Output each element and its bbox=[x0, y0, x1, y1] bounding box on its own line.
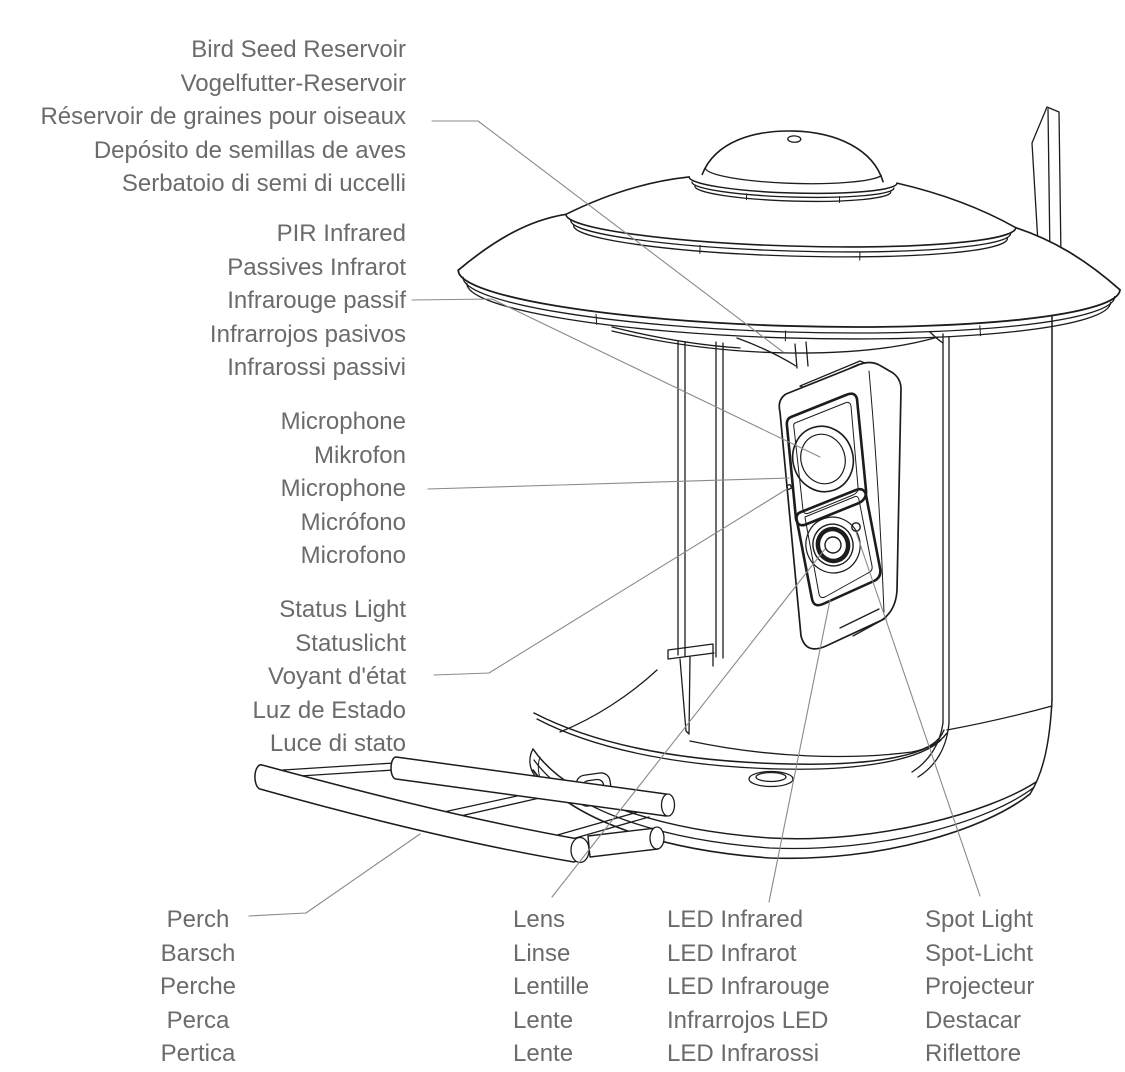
label-line: Infrarossi passivi bbox=[227, 354, 406, 381]
label-line: Spot Light bbox=[925, 906, 1034, 933]
label-line: Microphone bbox=[280, 475, 406, 502]
label-line: Projecteur bbox=[925, 973, 1035, 1000]
label-line: Serbatoio di semi di uccelli bbox=[121, 170, 406, 197]
label-line: Depósito de semillas de aves bbox=[93, 136, 406, 164]
leader-led-infrared bbox=[768, 599, 831, 903]
roof-top-hole bbox=[787, 135, 802, 143]
label-line: Pertica bbox=[160, 1040, 236, 1067]
label-led-infrared: LED Infrared LED Infrarot LED Infrarouge… bbox=[667, 903, 830, 1071]
leader-perch bbox=[248, 833, 421, 917]
label-line: Vogelfutter-Reservoir bbox=[180, 69, 406, 97]
label-line: Microphone bbox=[280, 408, 406, 435]
label-line: Status Light bbox=[279, 596, 406, 623]
interior-frame bbox=[667, 337, 809, 735]
label-line: Voyant d'état bbox=[267, 663, 406, 690]
pir-sensor-dome bbox=[791, 425, 855, 493]
seed-tray bbox=[529, 669, 1037, 860]
roof bbox=[457, 130, 1121, 342]
camera-module bbox=[778, 360, 902, 650]
perch bbox=[254, 756, 676, 864]
label-pir-infrared: PIR Infrared Passives Infrarot Infraroug… bbox=[0, 217, 406, 385]
microphone-hole bbox=[786, 484, 792, 490]
leader-microphone bbox=[427, 477, 790, 490]
label-line: Lente bbox=[513, 1006, 574, 1034]
label-lens: Lens Linse Lentille Lente Lente bbox=[513, 903, 589, 1071]
label-line: Barsch bbox=[160, 939, 236, 967]
label-line: LED Infrarot bbox=[667, 939, 797, 967]
label-line: Luce di stato bbox=[269, 730, 406, 757]
label-line: Luz de Estado bbox=[252, 696, 406, 724]
label-line: Perche bbox=[159, 973, 237, 1000]
label-line: Infrarrojos pasivos bbox=[209, 320, 406, 348]
label-line: Lens bbox=[513, 906, 566, 933]
label-bird-seed-reservoir: Bird Seed Reservoir Vogelfutter-Reservoi… bbox=[0, 33, 406, 201]
label-line: LED Infrared bbox=[667, 906, 804, 933]
leader-spot-light bbox=[855, 531, 981, 897]
label-status-light: Status Light Statuslicht Voyant d'état L… bbox=[0, 593, 406, 761]
label-line: Bird Seed Reservoir bbox=[191, 36, 406, 63]
tray-hole bbox=[748, 770, 794, 788]
label-line: Spot-Licht bbox=[925, 939, 1034, 967]
label-line: Mikrofon bbox=[313, 441, 406, 469]
label-line: LED Infrarouge bbox=[667, 973, 830, 1000]
label-line: Lentille bbox=[513, 973, 590, 1000]
label-line: Microfono bbox=[300, 542, 406, 569]
label-line: Destacar bbox=[925, 1006, 1022, 1034]
label-line: Infrarouge passif bbox=[227, 287, 406, 314]
camera-lens bbox=[805, 516, 861, 574]
label-line: Perca bbox=[166, 1006, 230, 1034]
label-microphone: Microphone Mikrofon Microphone Micrófono… bbox=[0, 405, 406, 573]
label-line: Réservoir de graines pour oiseaux bbox=[40, 103, 406, 130]
pir-sensor-panel bbox=[785, 392, 868, 527]
label-line: LED Infrarossi bbox=[667, 1040, 820, 1067]
leader-status-light bbox=[433, 488, 788, 676]
label-line: Linse bbox=[513, 939, 571, 967]
label-perch: Perch Barsch Perche Perca Pertica bbox=[98, 903, 298, 1071]
label-line: Statuslicht bbox=[295, 629, 406, 657]
label-line: Passives Infrarot bbox=[227, 253, 406, 281]
label-line: PIR Infrared bbox=[276, 220, 406, 247]
leader-bird-seed-reservoir bbox=[431, 120, 784, 353]
label-line: Micrófono bbox=[300, 508, 406, 536]
label-spot-light: Spot Light Spot-Licht Projecteur Destaca… bbox=[925, 903, 1034, 1071]
leader-lens bbox=[551, 548, 826, 898]
label-line: Riflettore bbox=[925, 1040, 1022, 1067]
label-line: Infrarrojos LED bbox=[667, 1006, 829, 1034]
lens-panel bbox=[795, 487, 882, 607]
leader-lines bbox=[248, 120, 981, 917]
label-line: Perch bbox=[166, 906, 230, 933]
spot-light-dot bbox=[851, 522, 861, 532]
label-line: Lente bbox=[513, 1040, 574, 1067]
leader-pir-infrared bbox=[411, 298, 821, 458]
